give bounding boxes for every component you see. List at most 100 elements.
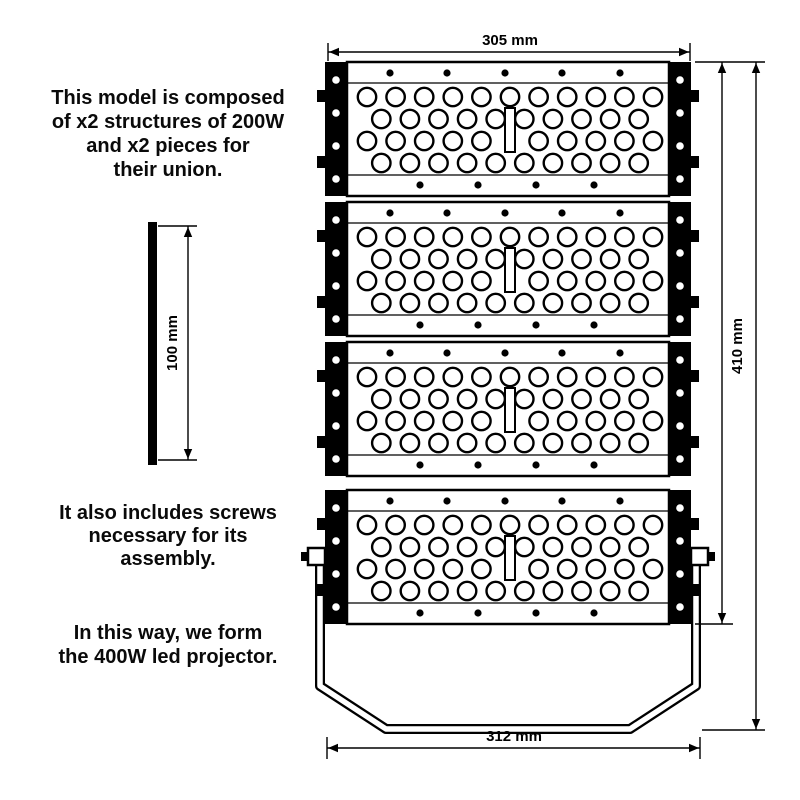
led-hole xyxy=(485,536,507,558)
led-hole xyxy=(370,248,392,270)
led-hole xyxy=(528,366,549,388)
led-hole xyxy=(385,130,406,152)
led-hole xyxy=(399,580,421,602)
led-hole xyxy=(370,152,392,174)
led-hole xyxy=(428,108,449,130)
led-hole xyxy=(585,558,607,580)
led-hole xyxy=(428,432,449,454)
led-hole xyxy=(628,108,650,130)
led-hole xyxy=(528,410,549,432)
led-hole xyxy=(413,558,435,580)
arrowhead xyxy=(328,743,338,753)
led-hole xyxy=(356,130,378,152)
mount-dot xyxy=(443,349,451,357)
led-hole xyxy=(513,388,535,410)
led-hole xyxy=(585,130,607,152)
led-hole xyxy=(413,270,435,292)
led-hole xyxy=(513,432,535,454)
led-hole xyxy=(542,108,564,130)
rail-screw-hole xyxy=(676,455,684,463)
rail-screw-hole xyxy=(332,570,340,578)
mount-dot xyxy=(558,209,566,217)
arrowhead xyxy=(717,63,727,73)
rail-screw-hole xyxy=(676,216,684,224)
led-hole xyxy=(599,432,621,454)
led-hole xyxy=(556,130,578,152)
led-hole xyxy=(642,558,664,580)
heatsink-tab xyxy=(317,90,325,102)
center-slot xyxy=(504,387,516,433)
arrowhead xyxy=(751,63,761,73)
led-hole xyxy=(642,270,664,292)
led-hole xyxy=(585,270,607,292)
note-screws: It also includes screws necessary for it… xyxy=(59,502,277,570)
right-rail xyxy=(669,490,691,624)
mount-dot xyxy=(590,609,598,617)
arrowhead xyxy=(329,47,339,57)
led-hole xyxy=(456,152,478,174)
led-hole xyxy=(399,536,421,558)
mount-dot xyxy=(532,609,540,617)
led-hole xyxy=(413,410,435,432)
led-hole xyxy=(556,366,578,388)
led-hole xyxy=(385,86,406,108)
led-hole xyxy=(370,388,392,410)
led-hole xyxy=(614,270,635,292)
mount-dot xyxy=(532,461,540,469)
led-hole xyxy=(428,580,449,602)
led-hole xyxy=(456,108,478,130)
rail-screw-hole xyxy=(332,422,340,430)
mount-dot xyxy=(416,609,424,617)
led-hole xyxy=(542,536,564,558)
led-hole xyxy=(528,558,549,580)
rail-screw-hole xyxy=(332,282,340,290)
led-hole xyxy=(399,432,421,454)
led-hole xyxy=(571,432,592,454)
led-hole xyxy=(642,130,664,152)
left-mount-knob-pin xyxy=(301,552,308,561)
rail-screw-hole xyxy=(676,142,684,150)
led-hole xyxy=(585,366,607,388)
rail-screw-hole xyxy=(676,356,684,364)
led-hole xyxy=(528,226,549,248)
union-piece xyxy=(148,222,157,465)
led-hole xyxy=(585,514,607,536)
led-hole xyxy=(599,292,621,314)
heatsink-tab xyxy=(317,436,325,448)
led-hole xyxy=(542,248,564,270)
rail-screw-hole xyxy=(676,570,684,578)
mount-dot xyxy=(501,209,509,217)
left-rail xyxy=(325,62,347,196)
heatsink-tab xyxy=(691,518,699,530)
rail-screw-hole xyxy=(676,175,684,183)
led-hole xyxy=(628,292,650,314)
led-hole xyxy=(356,410,378,432)
rail-screw-hole xyxy=(676,389,684,397)
led-hole xyxy=(513,292,535,314)
led-hole xyxy=(485,292,507,314)
led-hole xyxy=(571,248,592,270)
mount-dot xyxy=(590,181,598,189)
led-hole xyxy=(513,536,535,558)
mount-dot xyxy=(416,461,424,469)
led-hole xyxy=(642,86,664,108)
arrowhead xyxy=(717,613,727,623)
led-hole xyxy=(628,248,650,270)
led-hole xyxy=(456,536,478,558)
center-slot xyxy=(504,247,516,293)
led-hole xyxy=(428,248,449,270)
rail-screw-hole xyxy=(332,249,340,257)
mount-dot xyxy=(386,497,394,505)
led-hole xyxy=(571,152,592,174)
rail-screw-hole xyxy=(676,76,684,84)
dimension-label: 305 mm xyxy=(482,32,538,49)
led-hole xyxy=(399,292,421,314)
led-hole xyxy=(542,292,564,314)
led-hole xyxy=(470,514,492,536)
left-rail xyxy=(325,490,347,624)
left-mount-knob xyxy=(306,546,327,567)
mount-dot xyxy=(474,321,482,329)
led-hole xyxy=(370,432,392,454)
led-hole xyxy=(571,388,592,410)
